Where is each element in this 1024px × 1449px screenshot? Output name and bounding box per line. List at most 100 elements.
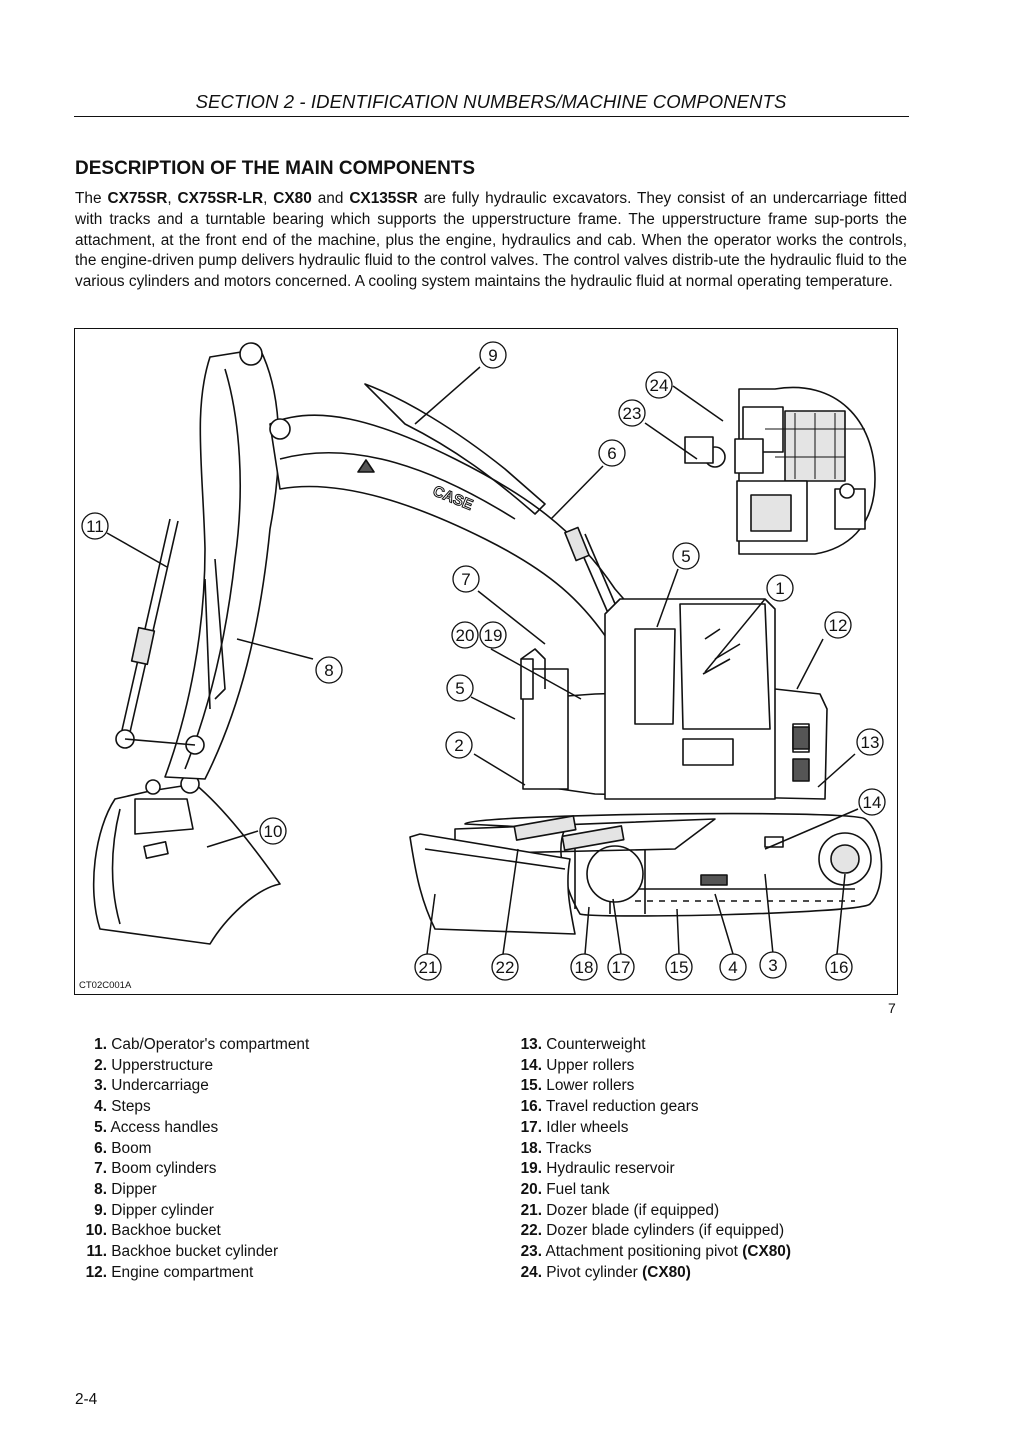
callout-11: 11 (81, 512, 109, 540)
intro-body: are fully hydraulic excavators. They con… (75, 190, 907, 291)
callout-label: 23 (623, 404, 642, 423)
legend-item: 14. Upper rollers (510, 1056, 791, 1077)
legend-item: 16. Travel reduction gears (510, 1097, 791, 1118)
legend-label: Dipper cylinder (111, 1201, 214, 1219)
callout-circle (672, 542, 700, 570)
callout-label: 20 (456, 626, 475, 645)
callout-10: 10 (259, 817, 287, 845)
callout-label: 21 (419, 958, 438, 977)
callout-circle (645, 371, 673, 399)
legend-label: Dozer blade cylinders (if equipped) (546, 1222, 785, 1240)
legend-item: 7. Boom cylinders (75, 1159, 309, 1180)
callout-circle (315, 656, 343, 684)
callout-24: 24 (645, 371, 673, 399)
legend-label: Lower rollers (546, 1077, 635, 1095)
legend-number: 5. (94, 1118, 107, 1136)
header-rule (74, 116, 909, 117)
legend-item: 13. Counterweight (510, 1035, 791, 1056)
legend-item: 5. Access handles (75, 1118, 309, 1139)
page-number: 2-4 (75, 1391, 98, 1408)
callout-7: 7 (452, 565, 480, 593)
intro-paragraph: The CX75SR, CX75SR-LR, CX80 and CX135SR … (75, 189, 907, 293)
backhoe-bucket-drawing (92, 774, 281, 945)
legend-item: 22. Dozer blade cylinders (if equipped) (510, 1221, 791, 1242)
legend-item: 24. Pivot cylinder (CX80) (510, 1263, 791, 1284)
legend-label: Engine compartment (111, 1263, 254, 1281)
legend-label: Travel reduction gears (546, 1098, 699, 1116)
legend-number: 10. (85, 1222, 107, 1240)
callout-circle (856, 728, 884, 756)
figure-number: 7 (888, 1000, 896, 1016)
legend-item: 12. Engine compartment (75, 1263, 309, 1284)
callout-label: 19 (484, 626, 503, 645)
legend-model-note: (CX80) (642, 1263, 691, 1281)
page-heading: DESCRIPTION OF THE MAIN COMPONENTS (75, 158, 476, 179)
callout-label: 22 (496, 958, 515, 977)
callout-18: 18 (570, 953, 598, 981)
legend-label: Backhoe bucket cylinder (111, 1243, 279, 1261)
callout-4: 4 (719, 953, 747, 981)
legend-item: 18. Tracks (510, 1139, 791, 1160)
legend-item: 11. Backhoe bucket cylinder (75, 1242, 309, 1263)
legend-number: 14. (520, 1056, 542, 1074)
callout-3: 3 (759, 951, 787, 979)
callout-label: 16 (830, 958, 849, 977)
legend-label: Undercarriage (111, 1077, 209, 1095)
callout-circle (766, 574, 794, 602)
callout-label: 5 (681, 547, 690, 566)
callout-12: 12 (824, 611, 852, 639)
upperstructure-drawing (520, 598, 828, 800)
callout-circle (607, 953, 635, 981)
legend-number: 4. (94, 1098, 107, 1116)
figure-code: CT02C001A (79, 980, 132, 991)
callout-circle (452, 565, 480, 593)
callout-circle (414, 953, 442, 981)
legend-label: Pivot cylinder (546, 1263, 638, 1281)
legend-number: 1. (94, 1036, 107, 1053)
callout-14: 14 (858, 788, 886, 816)
legend-number: 17. (520, 1118, 542, 1136)
legend-item: 3. Undercarriage (75, 1076, 309, 1097)
legend-number: 21. (520, 1201, 542, 1219)
legend-model-note: (CX80) (742, 1243, 791, 1261)
callout-17: 17 (607, 953, 635, 981)
legend-number: 13. (520, 1036, 542, 1053)
legend-label: Dozer blade (if equipped) (546, 1201, 720, 1219)
callout-21: 21 (414, 953, 442, 981)
callout-16: 16 (825, 953, 853, 981)
callout-1: 1 (766, 574, 794, 602)
legend-label: Attachment positioning pivot (545, 1243, 738, 1261)
legend-number: 3. (94, 1077, 107, 1095)
callout-5: 5 (672, 542, 700, 570)
intro-and: and (317, 190, 344, 207)
callout-circle (445, 731, 473, 759)
legend-number: 22. (520, 1222, 542, 1240)
callout-circle (451, 621, 479, 649)
callout-label: 6 (607, 444, 616, 463)
legend-number: 8. (94, 1180, 107, 1198)
legend-item: 10. Backhoe bucket (75, 1221, 309, 1242)
callout-circle (618, 399, 646, 427)
legend-number: 24. (520, 1263, 542, 1281)
callout-label: 9 (488, 346, 497, 365)
callout-label: 2 (454, 736, 463, 755)
legend-item: 8. Dipper (75, 1180, 309, 1201)
legend-number: 9. (94, 1201, 107, 1219)
pivot-detail-inset (684, 386, 876, 555)
callout-label: 8 (324, 661, 333, 680)
callout-label: 10 (264, 822, 283, 841)
callout-circle (491, 953, 519, 981)
callout-circle (824, 611, 852, 639)
legend-number: 2. (94, 1056, 107, 1074)
legend-item: 1. Cab/Operator's compartment (75, 1035, 309, 1056)
legend-label: Backhoe bucket (111, 1222, 221, 1240)
legend-label: Upperstructure (111, 1056, 214, 1074)
excavator-illustration: CASE (81, 341, 886, 981)
callout-5: 5 (446, 674, 474, 702)
legend-label: Steps (111, 1098, 151, 1116)
section-header: SECTION 2 - IDENTIFICATION NUMBERS/MACHI… (195, 91, 787, 112)
dozer-blade-drawing (409, 815, 625, 935)
